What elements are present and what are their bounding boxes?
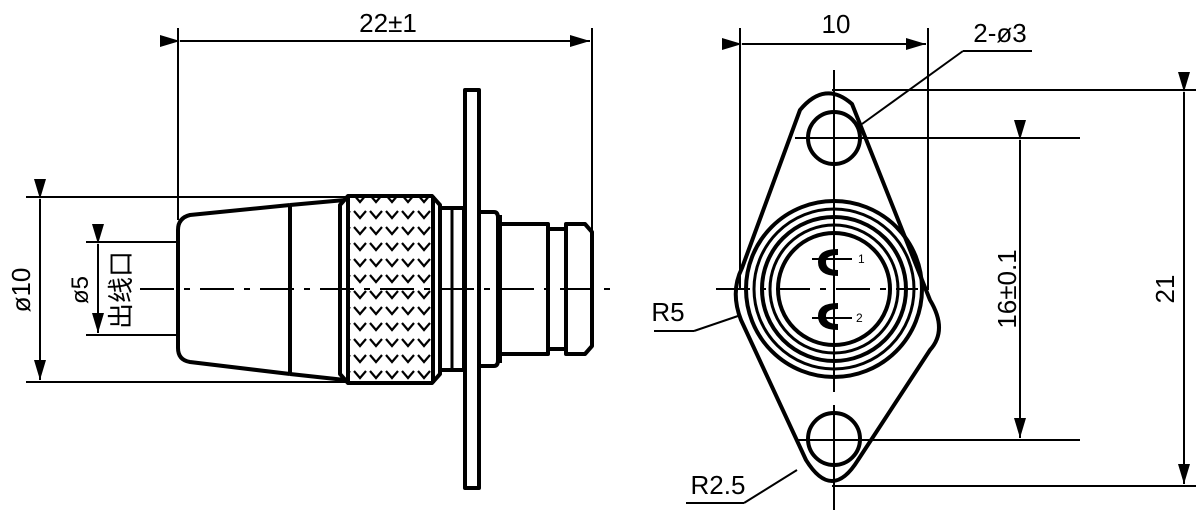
pin-1-label: 1	[858, 252, 865, 266]
front-view: 10 1 2 2-ø3	[651, 9, 1196, 510]
cable-outlet-label: 出线口	[106, 251, 136, 329]
side-view: 22±1 ø10 ø5 出线口	[6, 8, 612, 490]
mount-holes-label: 2-ø3	[973, 18, 1026, 48]
width-label: 10	[822, 9, 851, 39]
outer-diameter-label: ø10	[6, 268, 36, 313]
pin-2	[818, 303, 838, 330]
overall-length-label: 22±1	[359, 8, 417, 38]
flange-outline	[733, 91, 941, 483]
overall-height-label: 21	[1150, 275, 1180, 304]
cable-diameter-label: ø5	[67, 276, 94, 304]
pin-1	[818, 249, 838, 276]
pin-2-label: 2	[856, 311, 863, 325]
end-radius-label: R2.5	[691, 470, 746, 500]
hole-spacing-label: 16±0.1	[992, 249, 1022, 328]
cable-boot	[176, 203, 291, 376]
body-radius-label: R5	[651, 297, 684, 327]
